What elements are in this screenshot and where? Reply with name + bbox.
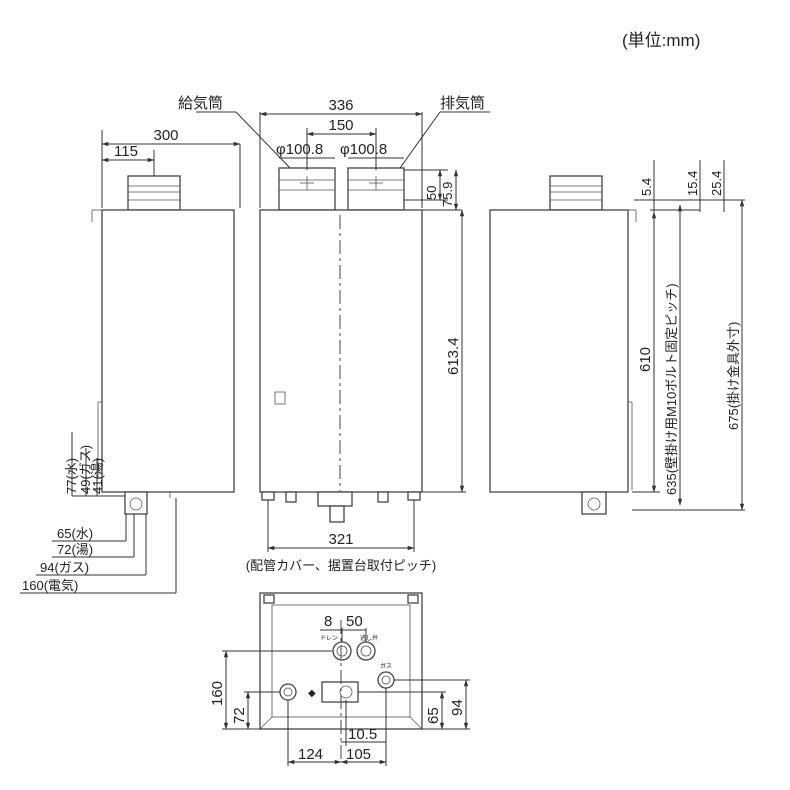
dim-right-15-4: 15.4	[685, 171, 700, 196]
dim-right-25-4: 25.4	[709, 171, 724, 196]
front-body	[259, 209, 423, 493]
unit-label: (単位:mm)	[622, 31, 701, 50]
dim-bottom-72: 72	[231, 707, 248, 724]
dim-pipe-72: 72(湯)	[57, 542, 93, 557]
side-view-right: 5.4 15.4 25.4 610 635(壁掛け用M10ボルト固定ピッチ) 6…	[489, 160, 745, 515]
gas-fitting	[377, 671, 395, 689]
label-supply-duct: 給気筒	[178, 95, 223, 112]
dim-right-5-4: 5.4	[639, 178, 654, 196]
label-relief: 逃し弁	[360, 634, 378, 642]
dim-depth-115: 115	[114, 143, 138, 160]
dim-depth-300: 300	[153, 127, 178, 144]
side-pipes	[124, 491, 148, 515]
dim-duct-pitch-150: 150	[328, 117, 353, 134]
hot-water-fitting	[279, 683, 297, 701]
dim-pipe-160: 160(電気)	[22, 578, 78, 593]
dim-bottom-50: 50	[346, 613, 363, 630]
dim-pipe-94: 94(ガス)	[40, 560, 89, 575]
label-wall-mount-pitch: 635(壁掛け用M10ボルト固定ピッチ)	[664, 283, 679, 495]
dim-duct-dia-right: φ100.8	[340, 141, 387, 158]
dim-bottom-10-5: 10.5	[348, 726, 377, 743]
dim-bottom-94: 94	[449, 699, 466, 716]
dim-bottom-124: 124	[298, 746, 323, 763]
bottom-view: ドレン 逃し弁 ガス ◆ 8 50 160 72 65 94	[209, 592, 470, 766]
relief-port	[356, 641, 376, 661]
dim-width-336: 336	[328, 97, 353, 114]
label-pipe-cover-pitch: (配管カバー、据置台取付ピッチ)	[246, 558, 437, 573]
right-pipes	[581, 491, 607, 515]
label-exhaust-duct: 排気筒	[440, 95, 485, 112]
right-duct	[549, 175, 603, 211]
label-hanger-outer: 675(掛け金具外寸)	[726, 322, 741, 430]
front-view: 336 150 φ100.8 φ100.8 給気筒 排気筒 50 75.9 61…	[178, 95, 490, 573]
dim-pipe-77: 77(水)	[64, 458, 79, 494]
dim-pipe-41: 41(湯)	[90, 458, 105, 494]
dim-bottom-8: 8	[324, 613, 332, 630]
dim-right-610: 610	[637, 347, 654, 372]
drain-port	[332, 641, 352, 661]
dim-pipe-65: 65(水)	[57, 526, 93, 541]
side-duct	[127, 175, 181, 211]
label-drain: ドレン	[320, 636, 338, 642]
dim-pipe-49: 49(ガス)	[78, 445, 93, 494]
label-gas: ガス	[380, 662, 392, 670]
dim-bottom-105: 105	[346, 746, 371, 763]
dim-duct-h-75-9: 75.9	[440, 182, 455, 207]
right-body	[489, 209, 629, 493]
dim-duct-h-50: 50	[424, 186, 439, 200]
side-view-left: 300 115 77(水) 49(ガス) 41(湯) 65(水) 72(湯) 9…	[20, 127, 241, 594]
side-body	[101, 209, 235, 493]
fitting-mark: ◆	[308, 688, 316, 699]
dim-duct-dia-left: φ100.8	[276, 141, 323, 158]
dim-height-613-4: 613.4	[445, 337, 462, 375]
dim-bottom-321: 321	[328, 531, 353, 548]
dim-bottom-160: 160	[209, 681, 226, 706]
front-indicator	[274, 391, 286, 405]
dim-bottom-65: 65	[425, 707, 442, 724]
